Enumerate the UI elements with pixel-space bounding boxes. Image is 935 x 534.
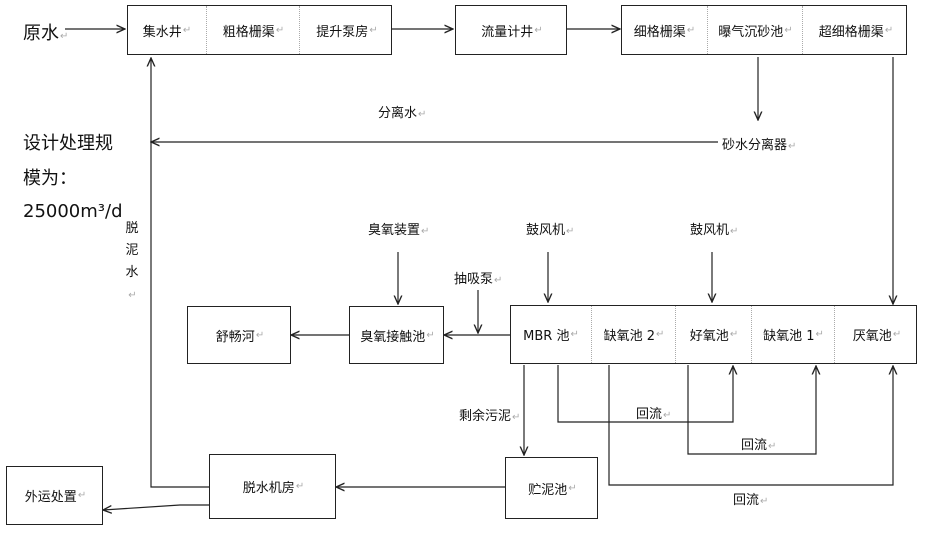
fine-grid-cell: 细格栅渠↵ [633, 24, 696, 40]
anoxic-tank-2-cell: 缺氧池 2↵ [591, 306, 676, 363]
design-capacity-line2: 模为： [23, 168, 77, 189]
collection-well-cell: 集水井↵ [142, 24, 192, 40]
flow-meter-well-cell: 流量计井↵ [481, 24, 543, 40]
reflux-line-1 [557, 365, 733, 423]
blower1-label: 鼓风机↵ [526, 223, 575, 238]
fine-grid-grit-ultrafine-box: 细格栅渠↵ 曝气沉砂池↵ 超细格栅渠↵ [621, 5, 907, 55]
mbr-tank-cell: MBR 池↵ [523, 329, 579, 344]
coarse-grid-cell: 粗格栅渠↵ [206, 6, 300, 54]
dewatering-water-label: 脱 泥 水↵ [125, 221, 139, 301]
external-disposal-cell: 外运处置↵ [24, 490, 87, 505]
separated-water-label: 分离水↵ [378, 106, 427, 121]
collection-grid-pump-box: 集水井↵ 粗格栅渠↵ 提升泵房↵ [127, 5, 392, 55]
dewatering-to-disposal-arrow [103, 504, 209, 510]
flow-meter-well-box: 流量计井↵ [455, 5, 567, 55]
design-capacity-line3: 25000m³/d [23, 201, 123, 222]
dewatering-room-cell: 脱水机房↵ [242, 481, 305, 496]
sand-separator-label: 砂水分离器↵ [722, 138, 797, 153]
excess-sludge-label: 剩余污泥↵ [459, 409, 521, 424]
anaerobic-tank-cell: 厌氧池↵ [834, 306, 919, 363]
suction-pump-label: 抽吸泵↵ [454, 272, 503, 287]
anoxic-tank-1-cell: 缺氧池 1↵ [751, 306, 835, 363]
dewatering-room-box: 脱水机房↵ [209, 454, 336, 519]
river-box: 舒畅河↵ [187, 306, 291, 364]
sludge-tank-cell: 贮泥池↵ [528, 482, 577, 498]
ozone-contact-tank-box: 臭氧接触池↵ [349, 306, 444, 364]
biological-process-box: MBR 池↵ 缺氧池 2↵ 好氧池↵ 缺氧池 1↵ 厌氧池↵ [510, 305, 917, 364]
reflux-label-1: 回流↵ [636, 407, 672, 422]
reflux-label-3: 回流↵ [733, 493, 769, 508]
blower2-label: 鼓风机↵ [690, 223, 739, 238]
dewatering-water-line [151, 58, 209, 488]
reflux-line-3 [608, 365, 893, 486]
external-disposal-box: 外运处置↵ [6, 466, 103, 525]
aerated-grit-chamber-cell: 曝气沉砂池↵ [707, 6, 803, 54]
reflux-label-2: 回流↵ [741, 438, 777, 453]
ozone-contact-tank-cell: 臭氧接触池↵ [360, 329, 435, 345]
ultrafine-grid-cell: 超细格栅渠↵ [802, 6, 909, 54]
design-capacity-line1: 设计处理规 [23, 133, 113, 154]
lift-pump-room-cell: 提升泵房↵ [299, 6, 394, 54]
ozone-device-label: 臭氧装置↵ [368, 223, 430, 238]
aerobic-tank-cell: 好氧池↵ [675, 306, 752, 363]
reflux-line-2 [687, 365, 816, 455]
river-cell: 舒畅河↵ [215, 329, 265, 345]
sludge-tank-box: 贮泥池↵ [505, 457, 598, 519]
raw-water-label: 原水↵ [23, 23, 69, 44]
